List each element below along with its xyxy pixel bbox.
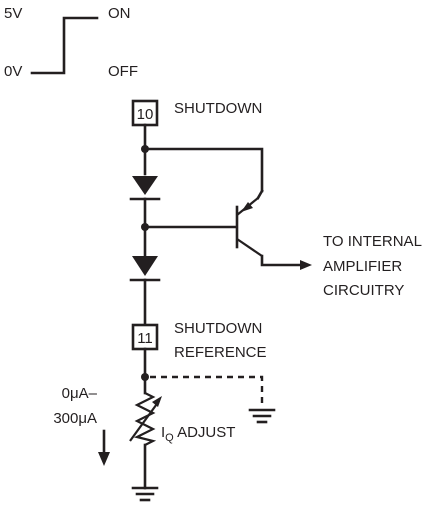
transistor-emitter-lead [256,189,264,200]
output-arrow [300,260,312,270]
pin-11-label-line1: SHUTDOWN [174,320,262,337]
pin-11-box [131,323,159,351]
wire-collector-output [260,254,304,267]
pin-11-number: 11 [137,330,153,347]
transistor-emitter-arrow [241,202,253,212]
output-label-line2: AMPLIFIER [323,258,402,275]
pin-10-number: 10 [137,106,154,123]
ground-symbol-right [248,408,276,424]
junction-pin11 [141,373,149,381]
variable-resistor [129,392,162,446]
resistor-adjust-line [129,400,160,442]
diode-1 [129,176,161,201]
label-0v: 0V [4,63,22,80]
transistor-collector-leg [236,238,263,257]
dashed-short-to-ground [150,375,264,408]
current-range-line2: 300μA [53,410,97,427]
pnp-transistor [235,189,264,257]
pin-11: 11 SHUTDOWN REFERENCE [131,320,267,361]
current-range-annotation: 0μA– 300μA [53,385,110,466]
label-on: ON [108,5,131,22]
waveform-trace [30,16,99,75]
shutdown-waveform: 5V 0V ON OFF [4,5,138,80]
diode-1-anode-triangle [132,176,158,195]
current-range-line1: 0μA– [62,385,98,402]
diode-2 [129,256,161,282]
diode-2-anode-triangle [132,256,158,276]
resistor-label: IQ ADJUST [161,424,235,444]
output-label-line3: CIRCUITRY [323,282,404,299]
ground-symbol-bottom [131,486,159,502]
pin-11-label-line2: REFERENCE [174,344,267,361]
label-off: OFF [108,63,138,80]
label-5v: 5V [4,5,22,22]
resistor-adjust-arrow [152,396,162,407]
current-direction-arrowhead [98,452,110,466]
resistor-zigzag [133,392,157,446]
pin-10-label: SHUTDOWN [174,100,262,117]
pin-10: 10 SHUTDOWN [131,99,262,127]
output-label: TO INTERNAL AMPLIFIER CIRCUITRY [323,233,422,299]
wire-to-emitter [143,147,264,193]
output-label-line1: TO INTERNAL [323,233,422,250]
